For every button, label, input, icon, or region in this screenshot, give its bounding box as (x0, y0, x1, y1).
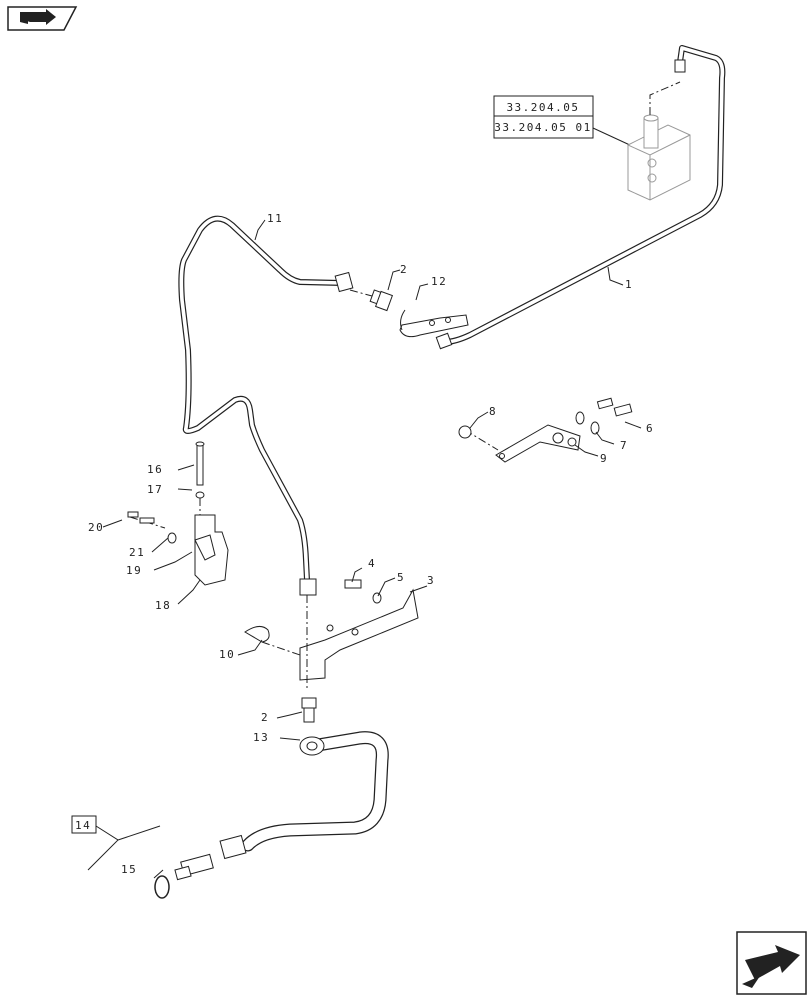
fitting-15 (154, 853, 214, 899)
callout-13[interactable]: 13 (253, 731, 269, 744)
callout-4[interactable]: 4 (368, 557, 376, 570)
pipe-11 (178, 215, 354, 596)
fitting-2-upper (349, 289, 394, 312)
book-arrow-icon[interactable] (7, 6, 78, 31)
ref-14 (71, 815, 161, 871)
next-page-arrow-icon[interactable] (736, 931, 807, 995)
centerline-valve (649, 81, 681, 115)
callout-10[interactable]: 10 (219, 648, 235, 661)
bracket-9 (458, 397, 633, 463)
callout-6[interactable]: 6 (646, 422, 654, 435)
callout-5[interactable]: 5 (397, 571, 405, 584)
bracket-3 (244, 579, 419, 690)
callout-20[interactable]: 20 (88, 521, 104, 534)
callout-18[interactable]: 18 (155, 599, 171, 612)
callout-15[interactable]: 15 (121, 863, 137, 876)
callout-8[interactable]: 8 (489, 405, 497, 418)
callout-21[interactable]: 21 (129, 546, 145, 559)
pipe-1 (435, 45, 726, 350)
callout-7[interactable]: 7 (620, 439, 628, 452)
callout-17[interactable]: 17 (147, 483, 163, 496)
reference-1[interactable]: 33.204.05 (506, 101, 579, 114)
fitting-2-lower (301, 697, 317, 723)
leader-lines (102, 219, 642, 879)
callout-14[interactable]: 14 (75, 819, 91, 832)
callout-16[interactable]: 16 (147, 463, 163, 476)
callout-1[interactable]: 1 (625, 278, 633, 291)
reference-2[interactable]: 33.204.05 01 (494, 121, 591, 134)
callout-12[interactable]: 12 (431, 275, 447, 288)
callout-2-upper[interactable]: 2 (400, 263, 408, 276)
hose-13 (219, 731, 389, 860)
callout-19[interactable]: 19 (126, 564, 142, 577)
callout-2-lower[interactable]: 2 (261, 711, 269, 724)
bracket-12 (399, 309, 469, 338)
callout-3[interactable]: 3 (427, 574, 435, 587)
callout-9[interactable]: 9 (600, 452, 608, 465)
reference-box: 33.204.05 33.204.05 01 (493, 95, 633, 147)
callout-11[interactable]: 11 (267, 212, 283, 225)
clamp-assembly (127, 441, 229, 586)
valve-block (627, 114, 691, 201)
